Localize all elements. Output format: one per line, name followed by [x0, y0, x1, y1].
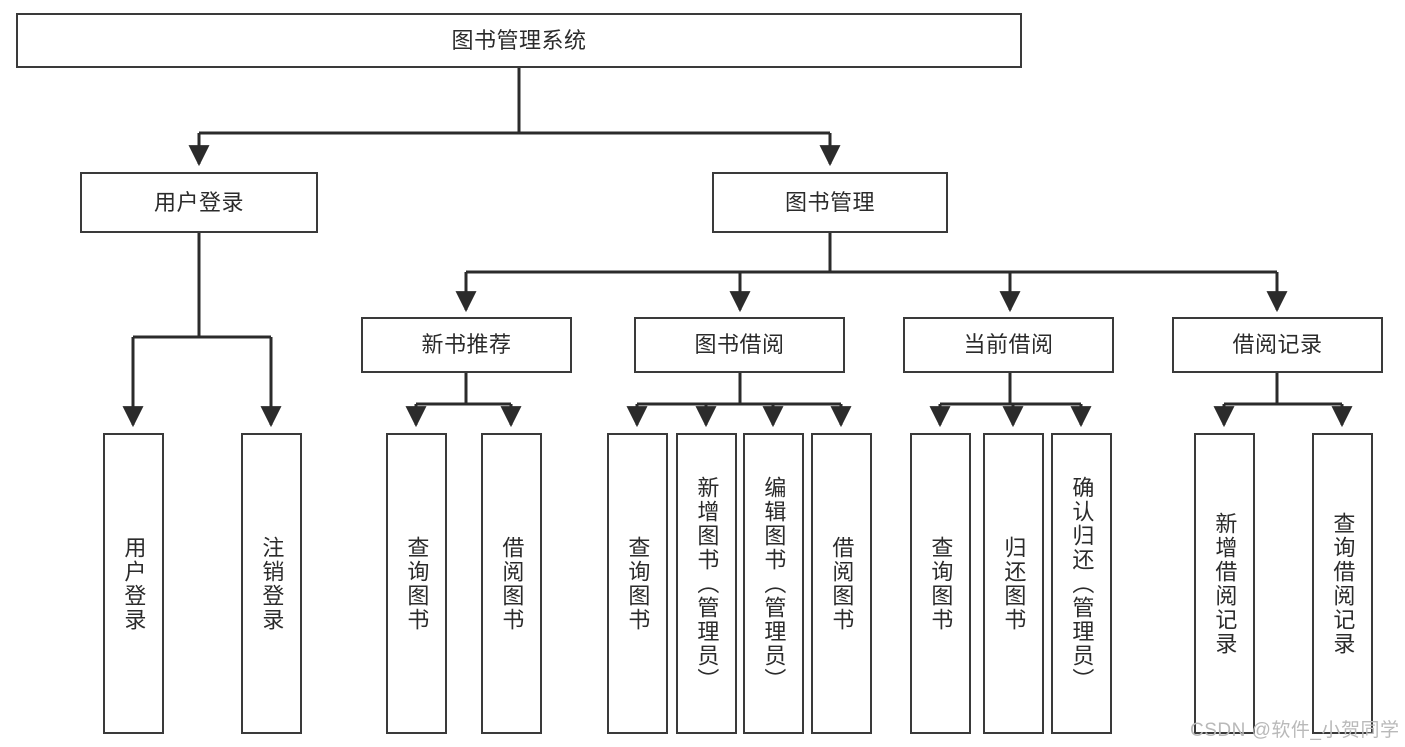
node-leaf-query-books-2-label: 查询图书: [625, 535, 651, 632]
node-leaf-query-books-1[interactable]: 查询图书: [386, 433, 447, 734]
node-leaf-query-record-label: 查询借阅记录: [1330, 511, 1356, 656]
node-leaf-edit-book[interactable]: 编辑图书（管理员）: [743, 433, 804, 734]
node-root-label: 图书管理系统: [451, 27, 587, 53]
node-book-borrow-label: 图书借阅: [694, 332, 785, 358]
node-leaf-user-logout-label: 注销登录: [259, 535, 285, 632]
node-leaf-borrow-books-1-label: 借阅图书: [499, 535, 525, 632]
node-leaf-user-login-label: 用户登录: [121, 535, 147, 632]
node-leaf-query-books-1-label: 查询图书: [404, 535, 430, 632]
node-book-manage-label: 图书管理: [784, 189, 875, 215]
node-leaf-borrow-books-1[interactable]: 借阅图书: [481, 433, 542, 734]
node-leaf-return-book[interactable]: 归还图书: [983, 433, 1044, 734]
node-leaf-add-book-label: 新增图书（管理员）: [694, 475, 720, 692]
node-leaf-add-record-label: 新增借阅记录: [1212, 511, 1238, 656]
node-leaf-confirm-return[interactable]: 确认归还（管理员）: [1051, 433, 1112, 734]
node-new-book-recommend[interactable]: 新书推荐: [361, 317, 572, 373]
node-leaf-borrow-books-2-label: 借阅图书: [829, 535, 855, 632]
node-user-login-label: 用户登录: [153, 189, 244, 215]
node-borrow-record-label: 借阅记录: [1232, 332, 1323, 358]
node-leaf-query-books-2[interactable]: 查询图书: [607, 433, 668, 734]
node-book-borrow[interactable]: 图书借阅: [634, 317, 845, 373]
node-leaf-borrow-books-2[interactable]: 借阅图书: [811, 433, 872, 734]
node-leaf-query-books-3[interactable]: 查询图书: [910, 433, 971, 734]
node-leaf-return-book-label: 归还图书: [1001, 535, 1027, 632]
node-leaf-add-book[interactable]: 新增图书（管理员）: [676, 433, 737, 734]
node-user-login[interactable]: 用户登录: [80, 172, 318, 233]
node-book-manage[interactable]: 图书管理: [712, 172, 948, 233]
node-leaf-confirm-return-label: 确认归还（管理员）: [1069, 475, 1095, 692]
node-leaf-edit-book-label: 编辑图书（管理员）: [761, 475, 787, 692]
node-leaf-user-login[interactable]: 用户登录: [103, 433, 164, 734]
node-leaf-query-record[interactable]: 查询借阅记录: [1312, 433, 1373, 734]
node-current-borrow[interactable]: 当前借阅: [903, 317, 1114, 373]
node-leaf-user-logout[interactable]: 注销登录: [241, 433, 302, 734]
node-current-borrow-label: 当前借阅: [963, 332, 1054, 358]
node-leaf-query-books-3-label: 查询图书: [928, 535, 954, 632]
node-new-book-recommend-label: 新书推荐: [421, 332, 512, 358]
node-leaf-add-record[interactable]: 新增借阅记录: [1194, 433, 1255, 734]
node-root[interactable]: 图书管理系统: [16, 13, 1022, 68]
node-borrow-record[interactable]: 借阅记录: [1172, 317, 1383, 373]
